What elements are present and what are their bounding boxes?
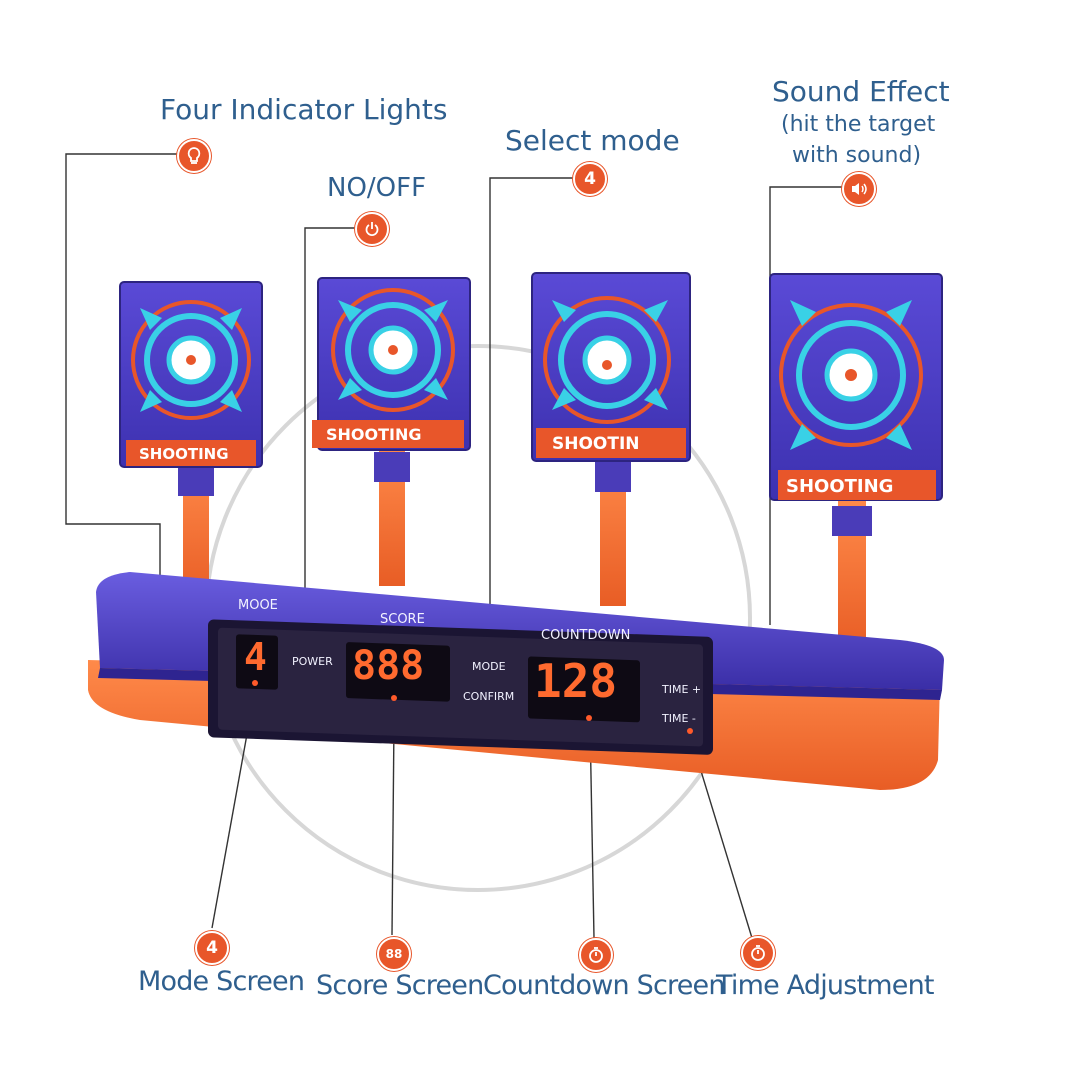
countdown-led-screen bbox=[528, 656, 640, 723]
confirm-button[interactable]: CONFIRM bbox=[463, 690, 515, 703]
countdown-led-value: 128 bbox=[534, 654, 617, 708]
time-plus-button[interactable]: TIME + bbox=[662, 683, 702, 696]
target-1 bbox=[119, 281, 263, 468]
mode-button[interactable]: MODE bbox=[472, 660, 506, 673]
sound-effect-sub2: with sound) bbox=[792, 143, 922, 168]
mode-screen-label: Mode Screen bbox=[138, 966, 305, 997]
select-mode-icon: 4 bbox=[573, 162, 607, 196]
power-label: NO/OFF bbox=[327, 173, 427, 203]
stopwatch-icon bbox=[741, 936, 775, 970]
mode-led-screen bbox=[236, 634, 278, 690]
sound-effect-label: Sound Effect bbox=[772, 75, 950, 108]
time-minus-button[interactable]: TIME - bbox=[662, 712, 696, 725]
target-posts bbox=[178, 446, 872, 650]
time-adjustment-label: Time Adjustment bbox=[716, 970, 934, 1001]
stopwatch-icon bbox=[579, 938, 613, 972]
target-2-label: SHOOTING bbox=[326, 425, 422, 444]
mode-caption: MOOE bbox=[238, 598, 278, 613]
countdown-screen-label: Countdown Screen bbox=[483, 970, 725, 1001]
target-2 bbox=[312, 277, 471, 451]
indicator-lights-label: Four Indicator Lights bbox=[160, 93, 448, 126]
score-led-value: 888 bbox=[352, 643, 424, 689]
score-screen-label: Score Screen bbox=[316, 970, 484, 1001]
select-mode-label: Select mode bbox=[505, 124, 680, 157]
leader-lines bbox=[65, 153, 842, 939]
countdown-caption: COUNTDOWN bbox=[541, 628, 631, 643]
power-icon bbox=[355, 212, 389, 246]
target-1-label: SHOOTING bbox=[139, 445, 229, 463]
mode-screen-icon: 4 bbox=[195, 931, 229, 965]
target-4 bbox=[769, 273, 943, 501]
target-3-label: SHOOTIN bbox=[552, 434, 640, 454]
mode-led-value: 4 bbox=[244, 635, 267, 679]
sound-effect-sub1: (hit the target bbox=[781, 112, 936, 137]
target-3 bbox=[531, 272, 691, 462]
power-button[interactable]: POWER bbox=[292, 655, 333, 668]
score-led-screen bbox=[346, 642, 450, 702]
target-4-label: SHOOTING bbox=[786, 476, 893, 497]
lightbulb-icon bbox=[177, 139, 211, 173]
speaker-icon bbox=[842, 172, 876, 206]
score-caption: SCORE bbox=[380, 612, 425, 627]
digits-icon: 88 bbox=[377, 937, 411, 971]
